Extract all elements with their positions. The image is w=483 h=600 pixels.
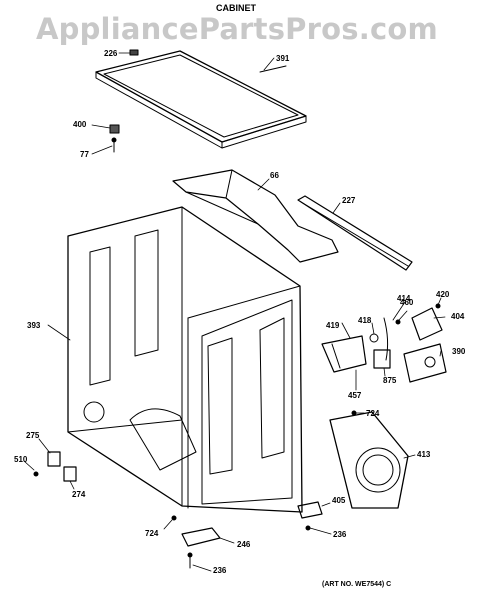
callout-227: 227	[342, 196, 356, 205]
screw-part-236-bottom	[187, 552, 193, 569]
callout-77: 77	[80, 150, 89, 159]
callout-404: 404	[451, 312, 465, 321]
bracket-part-419	[321, 335, 367, 373]
screw-part-77	[111, 137, 117, 153]
screw-part-236-right	[305, 525, 311, 531]
leg-bracket-part-246	[181, 527, 221, 547]
callout-875: 875	[383, 376, 397, 385]
callout-236-right: 236	[333, 530, 347, 539]
callout-457: 457	[348, 391, 362, 400]
clip-part-226	[129, 49, 139, 56]
callout-413: 413	[417, 450, 431, 459]
callout-274: 274	[72, 490, 86, 499]
callout-419: 419	[326, 321, 340, 330]
callout-246: 246	[237, 540, 251, 549]
callout-414: 414	[397, 294, 411, 303]
art-number: (ART NO. WE7544) C	[322, 581, 392, 588]
part-418	[369, 333, 379, 343]
screw-part-510	[33, 471, 39, 477]
callout-420: 420	[436, 290, 450, 299]
callout-510: 510	[14, 455, 28, 464]
diagram-title: CABINET	[216, 3, 256, 13]
front-brace-part-66	[172, 169, 339, 263]
callout-236-bottom: 236	[213, 566, 227, 575]
callout-226: 226	[104, 49, 118, 58]
switch-part-274	[63, 466, 77, 482]
callout-390: 390	[452, 347, 466, 356]
front-panel-part-413	[329, 411, 409, 509]
callout-724-lower: 724	[145, 529, 159, 538]
callout-391: 391	[276, 54, 290, 63]
callout-275: 275	[26, 431, 40, 440]
callout-418: 418	[358, 316, 372, 325]
cabinet-body-part-393	[67, 206, 303, 513]
callout-460: 460	[400, 298, 414, 307]
leader-lines	[23, 52, 446, 572]
callout-66: 66	[270, 171, 279, 180]
wire-part-414	[383, 317, 389, 361]
callout-405: 405	[332, 496, 346, 505]
screw-part-724-upper	[351, 410, 357, 416]
clip-part-460	[395, 319, 401, 325]
bracket-part-400	[109, 124, 120, 134]
bracket-part-405	[297, 501, 323, 519]
top-panel-part	[95, 50, 307, 149]
watermark: AppliancePartsPros.com	[36, 12, 438, 46]
switch-part-275	[47, 451, 61, 467]
callout-393: 393	[27, 321, 41, 330]
plate-part-390	[403, 343, 447, 383]
screw-part-724-lower	[171, 515, 177, 521]
plate-part-404	[411, 307, 443, 341]
part-875	[373, 349, 391, 369]
callout-400: 400	[73, 120, 87, 129]
rear-rail-part-227	[297, 195, 413, 271]
callout-724-upper: 724	[366, 409, 380, 418]
